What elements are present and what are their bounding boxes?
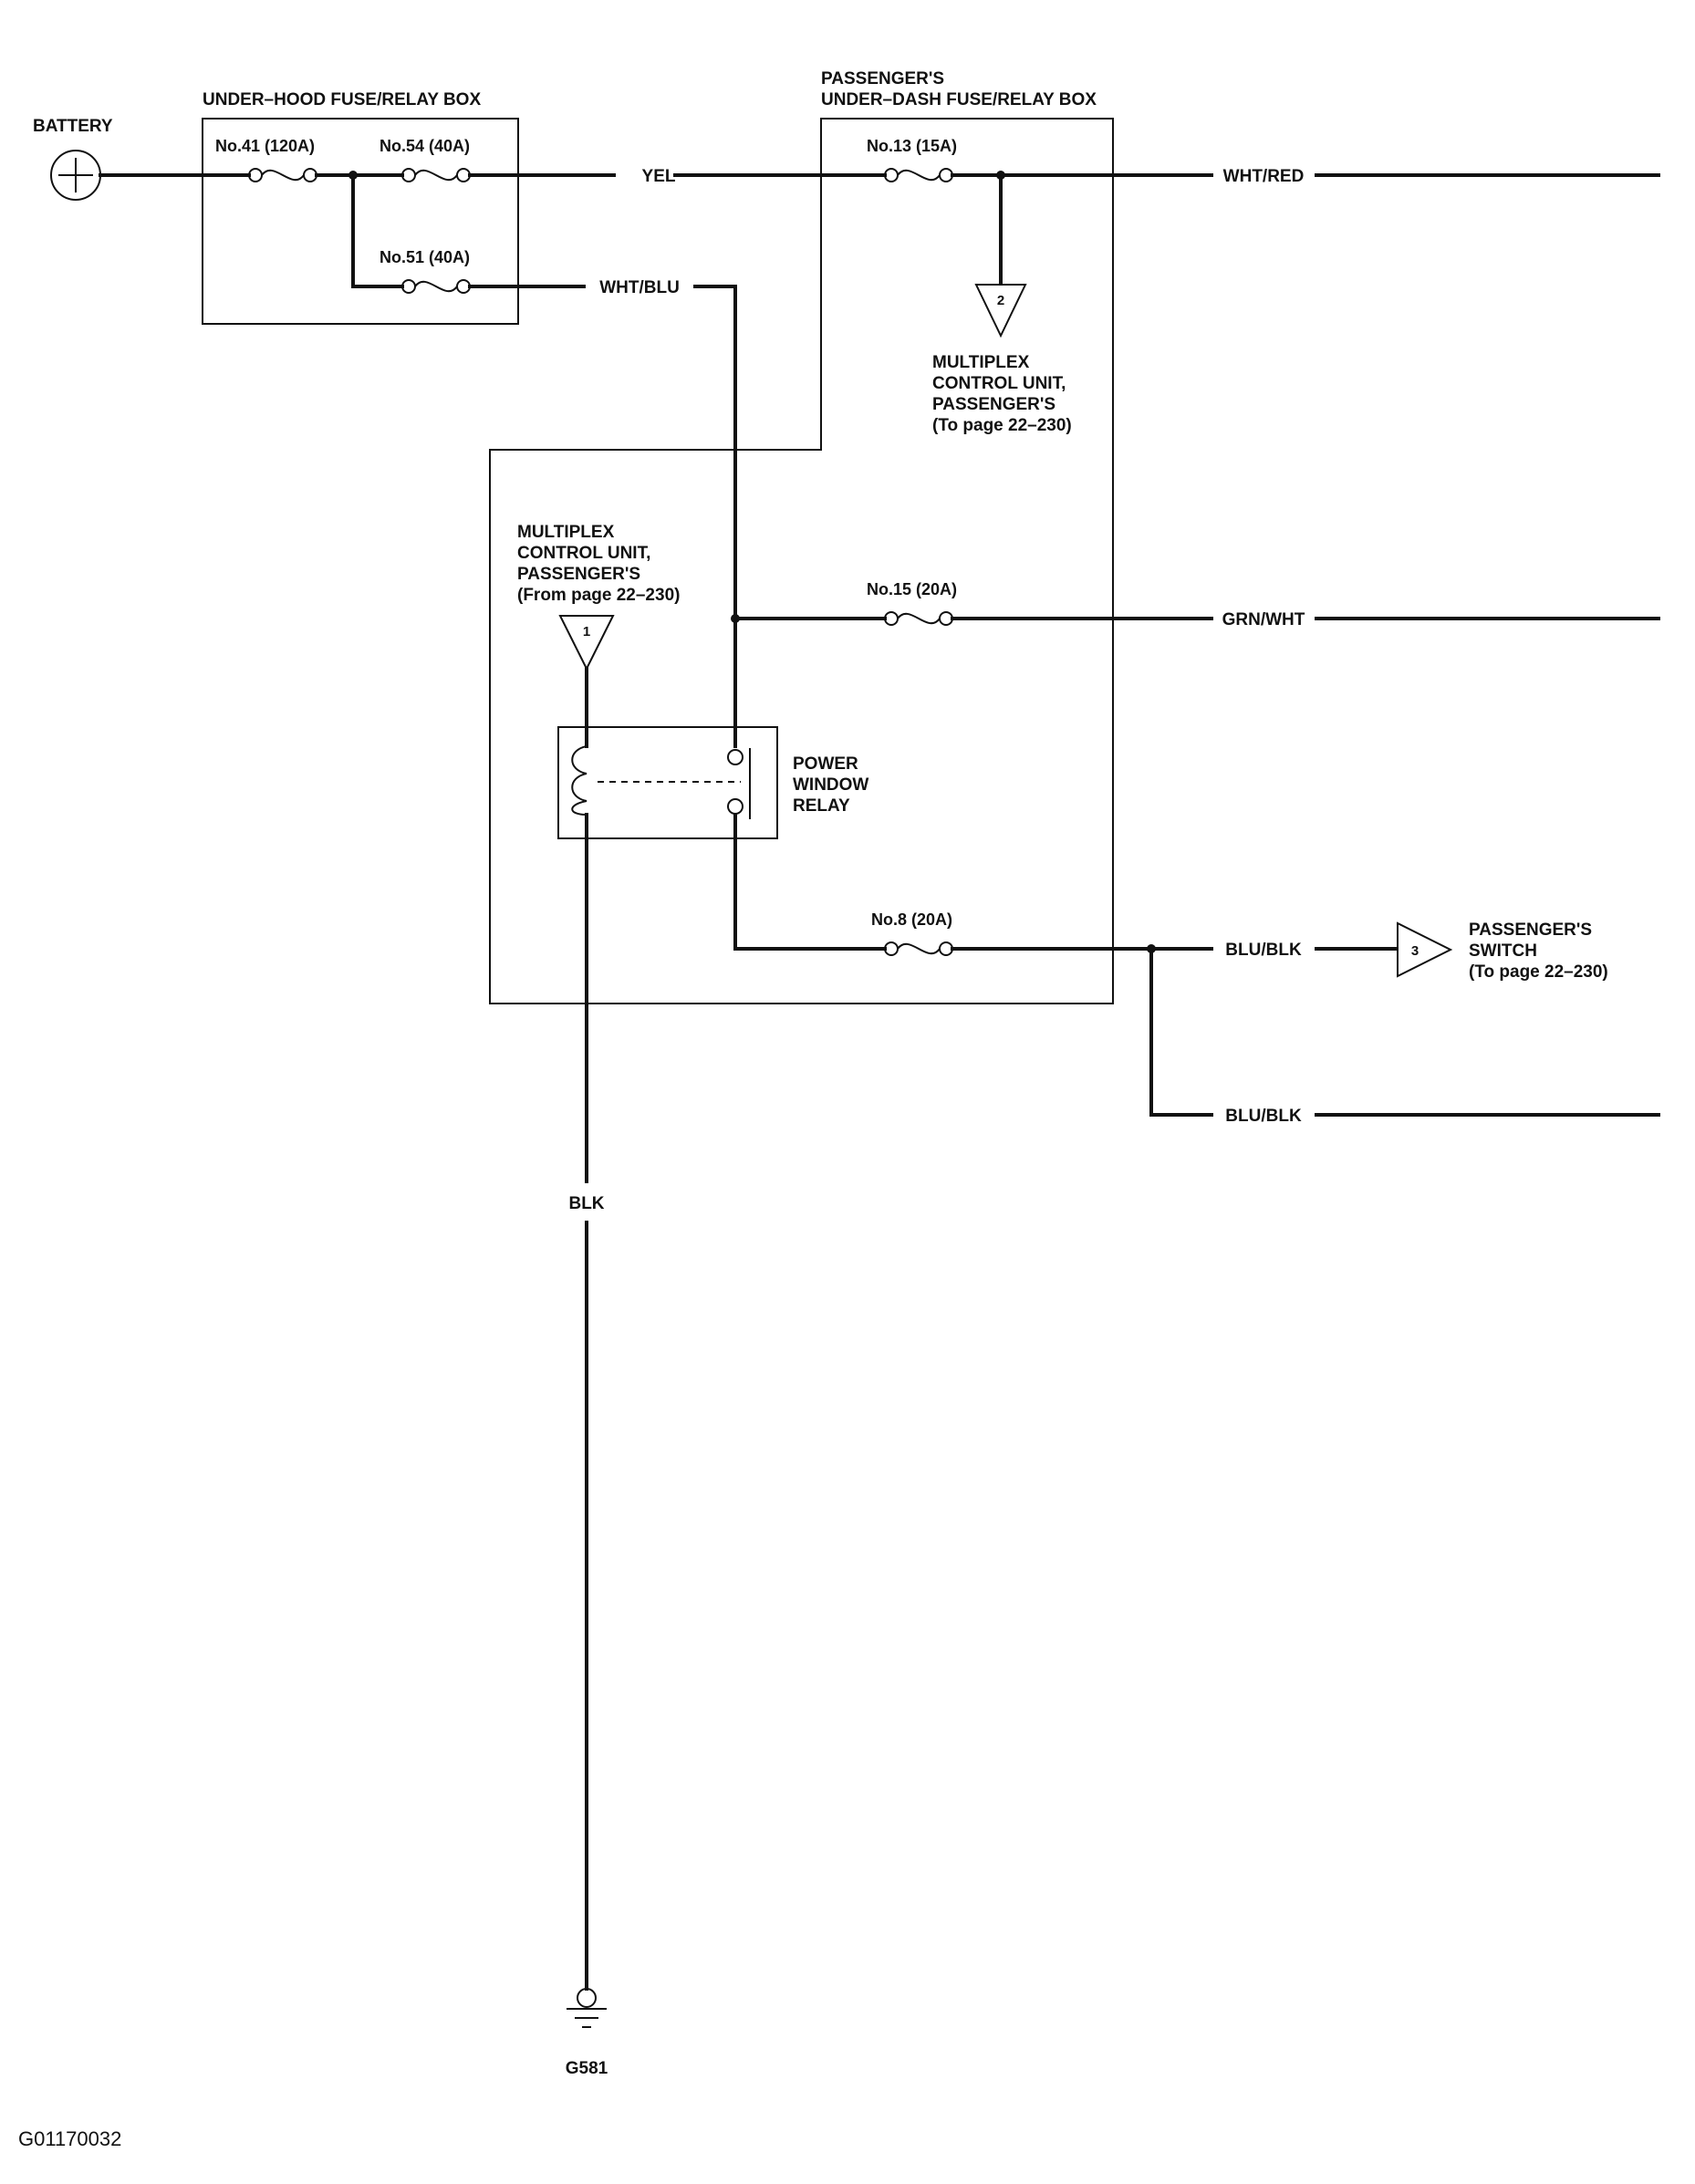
ground-g581: G581 xyxy=(566,1988,608,2078)
wire-labels: YEL WHT/BLU WHT/RED GRN/WHT BLU/BLK BLU/… xyxy=(568,167,1305,1213)
wire-label-blk: BLK xyxy=(568,1194,604,1213)
connector-1-number: 1 xyxy=(583,624,590,640)
fuse-terminal xyxy=(401,279,416,294)
relay-outline xyxy=(557,726,778,839)
connector-2: 2 MULTIPLEX CONTROL UNIT, PASSENGER'S (T… xyxy=(932,284,1072,435)
wire-label-blu-blk-2: BLU/BLK xyxy=(1225,1107,1302,1126)
fuse-label: No.51 (40A) xyxy=(380,248,470,266)
fuse-element xyxy=(897,169,941,182)
fuse-element xyxy=(261,169,305,182)
wire-label-wht-red: WHT/RED xyxy=(1223,167,1305,186)
fuse-terminal xyxy=(939,168,953,182)
fuse-label: No.13 (15A) xyxy=(867,137,957,155)
connector-2-text: PASSENGER'S xyxy=(932,395,1055,414)
under-dash-fuse-relay-box: PASSENGER'S UNDER–DASH FUSE/RELAY BOX xyxy=(489,69,1114,1004)
junction-dot xyxy=(1147,944,1156,953)
fuse-terminal xyxy=(248,168,263,182)
wire-label-yel: YEL xyxy=(642,167,676,186)
fuse-no13: No.13 (15A) xyxy=(867,137,957,182)
connector-3-triangle xyxy=(1397,921,1453,978)
fuse-terminal xyxy=(939,611,953,626)
fuse-terminal xyxy=(401,168,416,182)
power-window-relay: POWER WINDOW RELAY xyxy=(557,726,868,839)
battery-label: BATTERY xyxy=(33,117,113,136)
connector-1-triangle xyxy=(558,615,615,671)
junction-dot xyxy=(348,171,358,180)
battery: BATTERY xyxy=(33,117,113,201)
wire-relay-to-8 xyxy=(733,813,887,951)
under-hood-box-outline xyxy=(202,118,519,325)
connector-2-text: CONTROL UNIT, xyxy=(932,374,1066,393)
connector-3-text: PASSENGER'S xyxy=(1469,920,1592,940)
fuse-element xyxy=(414,169,458,182)
connector-1-text: PASSENGER'S xyxy=(517,565,640,584)
connector-1-text: (From page 22–230) xyxy=(517,586,680,605)
connector-3: 3 PASSENGER'S SWITCH (To page 22–230) xyxy=(1397,920,1608,982)
fuse-label: No.41 (120A) xyxy=(215,137,315,155)
relay-label: WINDOW xyxy=(793,775,868,795)
under-dash-box-label-2: UNDER–DASH FUSE/RELAY BOX xyxy=(821,90,1097,109)
fuse-terminal xyxy=(884,941,899,956)
fuse-no51: No.51 (40A) xyxy=(380,248,471,294)
under-dash-box-outline xyxy=(489,118,1114,1004)
relay-coil-icon xyxy=(571,745,588,816)
fuse-element xyxy=(897,942,941,955)
relay-contact xyxy=(727,749,744,765)
fuse-terminal xyxy=(303,168,317,182)
relay-label: POWER xyxy=(793,754,858,774)
connector-3-text: (To page 22–230) xyxy=(1469,962,1608,982)
under-hood-box-label: UNDER–HOOD FUSE/RELAY BOX xyxy=(203,90,481,109)
fuse-label: No.54 (40A) xyxy=(380,137,470,155)
connector-1: MULTIPLEX CONTROL UNIT, PASSENGER'S (Fro… xyxy=(517,523,680,671)
wire-blu-blk-branch xyxy=(1149,947,1213,1117)
fuse-no15: No.15 (20A) xyxy=(867,580,957,626)
junctions xyxy=(348,171,1156,953)
fuse-no54: No.54 (40A) xyxy=(380,137,471,182)
wires xyxy=(99,173,1660,1991)
wire-label-wht-blu: WHT/BLU xyxy=(599,278,680,297)
junction-dot xyxy=(731,614,740,623)
relay-contact xyxy=(727,798,744,815)
connector-2-text: (To page 22–230) xyxy=(932,416,1072,435)
fuse-terminal xyxy=(939,941,953,956)
fuse-element xyxy=(414,280,458,293)
connector-3-text: SWITCH xyxy=(1469,941,1537,961)
fuse-label: No.15 (20A) xyxy=(867,580,957,598)
wire-label-grn-wht: GRN/WHT xyxy=(1222,610,1305,629)
figure-id: G01170032 xyxy=(18,2127,121,2150)
fuse-terminal xyxy=(884,168,899,182)
wire-wht-blu-b xyxy=(693,285,737,748)
fuse-no8: No.8 (20A) xyxy=(871,910,953,956)
connector-2-number: 2 xyxy=(997,293,1004,308)
connector-2-text: MULTIPLEX xyxy=(932,353,1030,372)
ground-label: G581 xyxy=(566,2059,608,2078)
ground-terminal xyxy=(577,1988,597,2008)
fuse-terminal xyxy=(884,611,899,626)
fuse-no41: No.41 (120A) xyxy=(215,137,317,182)
connector-1-text: MULTIPLEX xyxy=(517,523,615,542)
junction-dot xyxy=(996,171,1005,180)
under-dash-box-label-1: PASSENGER'S xyxy=(821,69,944,88)
connector-3-number: 3 xyxy=(1411,943,1419,959)
fuse-terminal xyxy=(456,279,471,294)
under-hood-fuse-relay-box: UNDER–HOOD FUSE/RELAY BOX xyxy=(202,90,519,325)
connector-2-triangle xyxy=(974,284,1027,338)
connector-1-text: CONTROL UNIT, xyxy=(517,544,650,563)
fuse-element xyxy=(897,612,941,625)
fuse-label: No.8 (20A) xyxy=(871,910,952,929)
relay-label: RELAY xyxy=(793,796,850,816)
fuse-terminal xyxy=(456,168,471,182)
wire-label-blu-blk-1: BLU/BLK xyxy=(1225,941,1302,960)
